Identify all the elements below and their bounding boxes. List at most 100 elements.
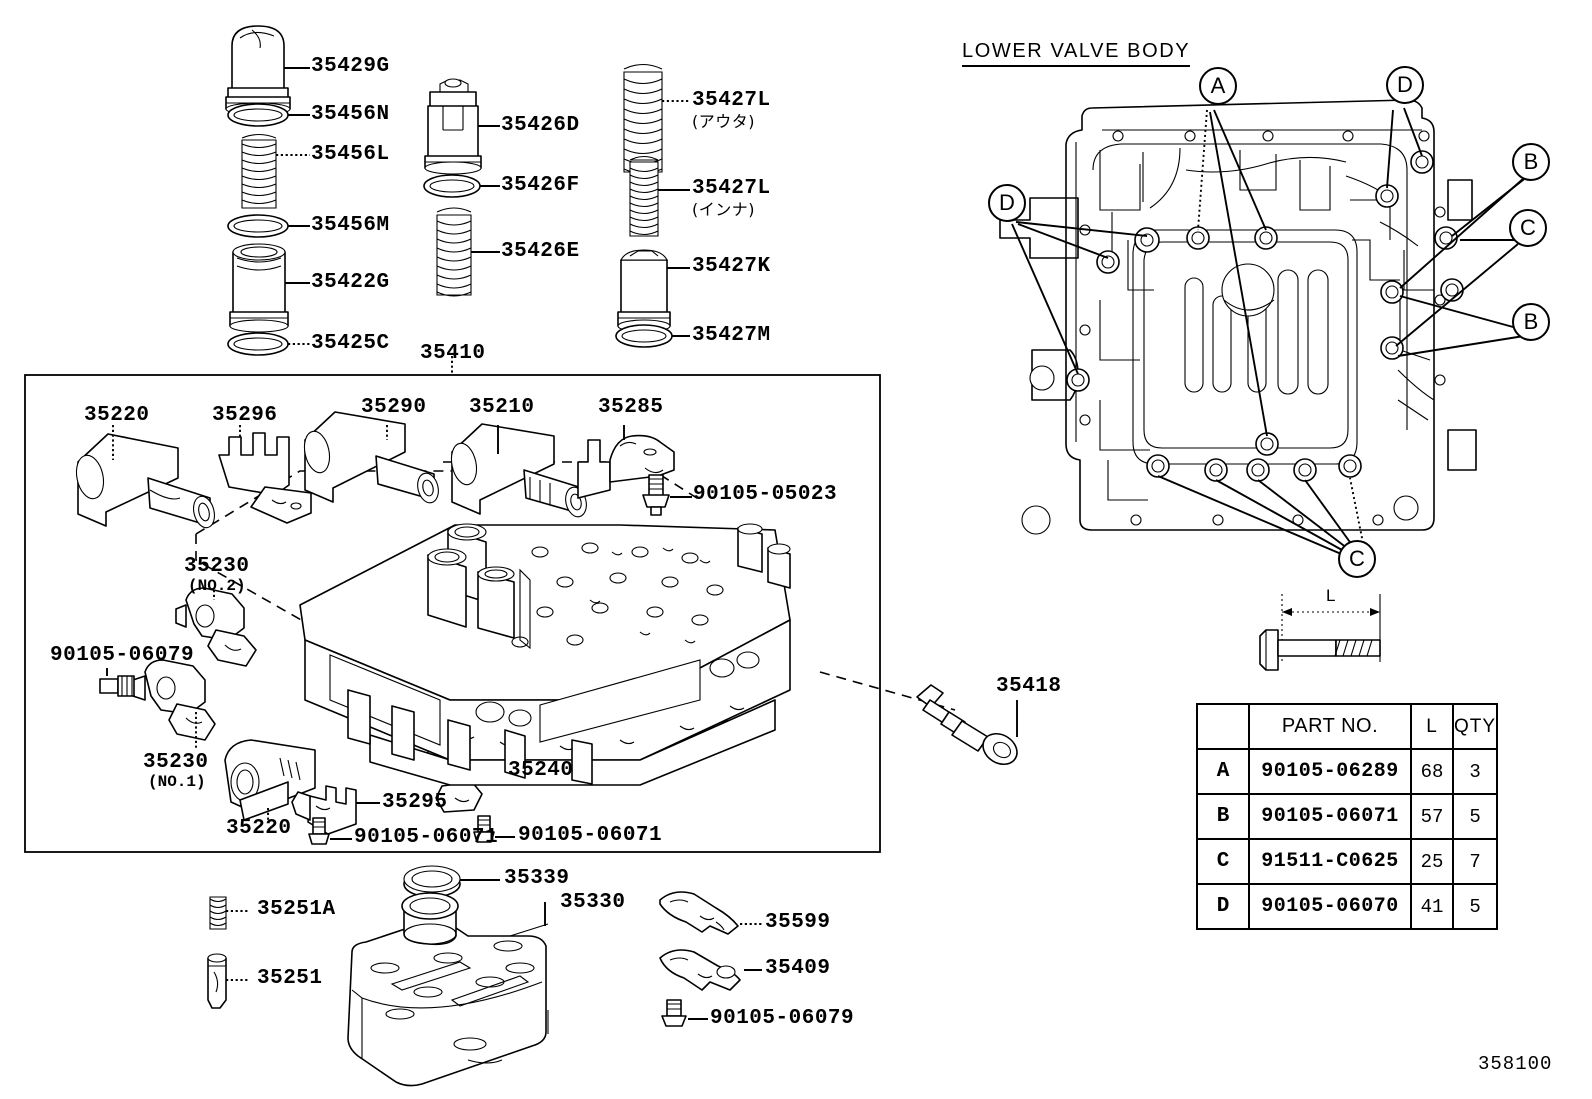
callout-A-top[interactable]: A [1199, 67, 1237, 105]
callout-B-upper[interactable]: B [1512, 143, 1550, 181]
label-35409: 35409 [765, 957, 831, 980]
part-35409-art [659, 949, 741, 991]
label-35230-no1: 35230 [143, 751, 209, 774]
part-35220-bottom-art [224, 739, 316, 821]
part-35230-no2-art [175, 587, 257, 667]
label-35296: 35296 [212, 404, 278, 427]
parts-table-header-key [1196, 703, 1250, 750]
lower-valve-body-title: LOWER VALVE BODY [962, 40, 1191, 67]
parts-table-header-l: L [1410, 703, 1454, 750]
label-35427L-outer: 35427L [692, 89, 771, 112]
part-35599-art [659, 891, 739, 935]
label-35251: 35251 [257, 967, 323, 990]
label-35410: 35410 [420, 342, 486, 365]
part-35427L-outer-art [623, 63, 663, 175]
parts-row-B-partno: 90105-06071 [1248, 793, 1412, 840]
label-35427L-inner-note: (インナ) [692, 200, 755, 219]
label-35426F: 35426F [501, 174, 580, 197]
callout-D-left[interactable]: D [988, 184, 1026, 222]
parts-row-B-key: B [1196, 793, 1250, 840]
part-35330-art [347, 892, 549, 1087]
bolt-90105-06071-b-art [473, 815, 495, 843]
label-35330: 35330 [560, 891, 626, 914]
part-35425C-art [227, 332, 289, 356]
table-row: B 90105-06071 57 5 [1196, 793, 1499, 840]
part-35220-top-art [75, 433, 215, 529]
label-90105-05023: 90105-05023 [693, 483, 838, 506]
label-35220-top: 35220 [84, 404, 150, 427]
parts-row-A-l: 68 [1410, 748, 1454, 795]
label-35456L: 35456L [311, 143, 390, 166]
part-35290-art [303, 411, 439, 504]
part-35429G-art [225, 25, 291, 116]
label-35230-no2: 35230 [184, 555, 250, 578]
label-35427K: 35427K [692, 255, 771, 278]
label-35427L-inner: 35427L [692, 177, 771, 200]
part-35427M-art [615, 324, 673, 348]
part-35418-art [916, 684, 1018, 766]
part-35285-art [577, 434, 675, 499]
label-35599: 35599 [765, 911, 831, 934]
part-35230-no1-art [132, 659, 216, 741]
label-35427M: 35427M [692, 324, 771, 347]
parts-row-D-key: D [1196, 883, 1250, 930]
label-35456N: 35456N [311, 103, 390, 126]
label-35339: 35339 [504, 867, 570, 890]
part-35456N-art [227, 103, 289, 127]
parts-table-header-row: PART NO. L QTY [1196, 703, 1499, 750]
lower-valve-body-art [999, 99, 1529, 563]
valve-body-35410-art [299, 523, 791, 786]
parts-row-A-partno: 90105-06289 [1248, 748, 1412, 795]
part-35456L-art [241, 133, 277, 209]
parts-row-B-qty: 5 [1451, 793, 1499, 840]
part-35456M-art [227, 214, 289, 238]
callout-D-top[interactable]: D [1386, 66, 1424, 104]
bolt-dimension-art [1259, 594, 1381, 671]
parts-row-C-qty: 7 [1451, 838, 1499, 885]
callout-B-lower[interactable]: B [1512, 303, 1550, 341]
label-35425C: 35425C [311, 332, 390, 355]
label-90105-06079-left: 90105-06079 [50, 644, 195, 667]
label-35429G: 35429G [311, 55, 390, 78]
bolt-dimension-label: L [1326, 586, 1336, 605]
bolt-90105-06079-left-art [99, 675, 135, 697]
label-35426E: 35426E [501, 240, 580, 263]
parts-table: PART NO. L QTY A 90105-06289 68 3 B 9010… [1196, 703, 1499, 930]
callout-C-bottom[interactable]: C [1338, 540, 1376, 578]
label-35426D: 35426D [501, 114, 580, 137]
parts-table-header-partno: PART NO. [1248, 703, 1412, 750]
table-row: D 90105-06070 41 5 [1196, 883, 1499, 930]
table-row: C 91511-C0625 25 7 [1196, 838, 1499, 885]
label-35285: 35285 [598, 396, 664, 419]
part-35422G-art [229, 243, 289, 333]
label-90105-06071-a: 90105-06071 [354, 826, 499, 849]
parts-table-header-qty: QTY [1451, 703, 1499, 750]
parts-row-D-l: 41 [1410, 883, 1454, 930]
parts-row-A-key: A [1196, 748, 1250, 795]
table-row: A 90105-06289 68 3 [1196, 748, 1499, 795]
label-90105-06079-bottom: 90105-06079 [710, 1007, 855, 1030]
part-35426D-art [424, 78, 482, 175]
label-35290: 35290 [361, 396, 427, 419]
label-35418: 35418 [996, 675, 1062, 698]
callout-C-upper[interactable]: C [1509, 209, 1547, 247]
parts-row-B-l: 57 [1410, 793, 1454, 840]
parts-row-C-key: C [1196, 838, 1250, 885]
label-35456M: 35456M [311, 214, 390, 237]
part-35427K-art [617, 249, 671, 333]
diagram-number: 358100 [1478, 1053, 1553, 1075]
parts-row-C-l: 25 [1410, 838, 1454, 885]
label-35230-no1-note: (NO.1) [148, 773, 206, 791]
parts-row-D-partno: 90105-06070 [1248, 883, 1412, 930]
label-35427L-outer-note: (アウタ) [692, 112, 755, 131]
label-35251A: 35251A [257, 898, 336, 921]
label-35240: 35240 [508, 759, 574, 782]
part-35427L-inner-art [629, 155, 659, 237]
label-90105-06071-b: 90105-06071 [518, 824, 663, 847]
part-35426E-art [436, 207, 472, 297]
label-35230-no2-note: (NO.2) [188, 577, 246, 595]
parts-row-A-qty: 3 [1451, 748, 1499, 795]
parts-row-C-partno: 91511-C0625 [1248, 838, 1412, 885]
